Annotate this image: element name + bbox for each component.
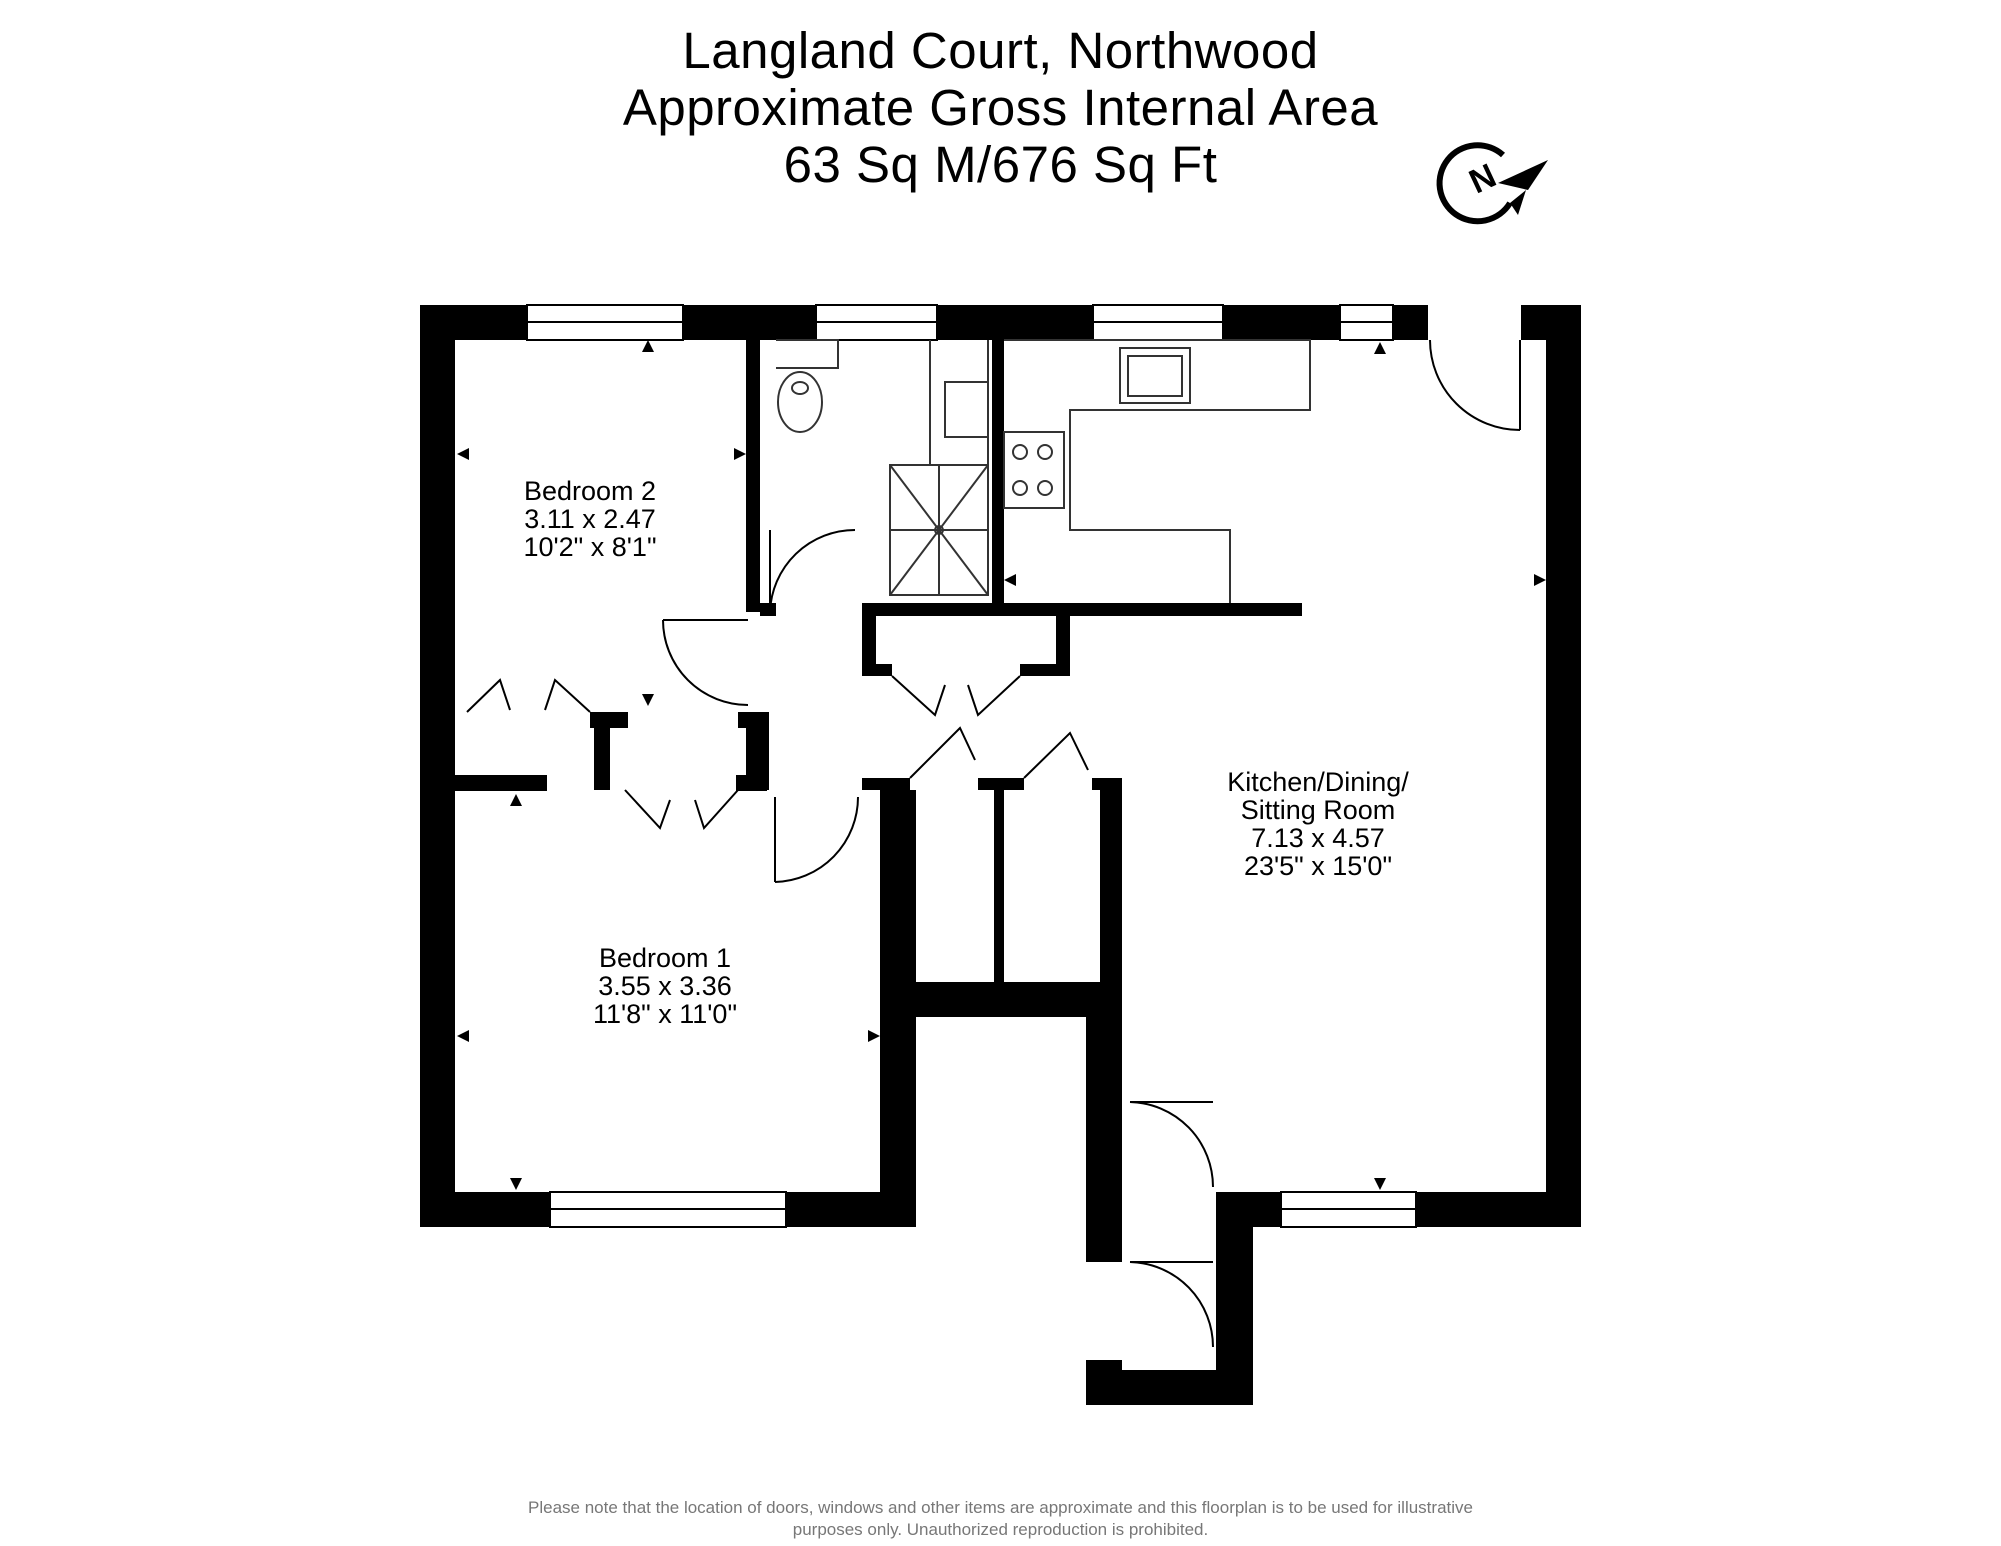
room-name: Bedroom 2 [523, 476, 657, 506]
property-title: Langland Court, Northwood [682, 22, 1319, 79]
room-kitchen-dining-sitting: Kitchen/Dining/ Sitting Room 7.13 x 4.57… [1178, 768, 1458, 880]
room-name-line2: Sitting Room [1240, 795, 1396, 825]
fixtures [776, 339, 1311, 603]
area-value: 63 Sq M/676 Sq Ft [783, 136, 1218, 193]
room-bedroom-1: Bedroom 1 3.55 x 3.36 11'8" x 11'0" [545, 944, 785, 1028]
area-subtitle: Approximate Gross Internal Area [622, 79, 1379, 136]
disclaimer-line-1: Please note that the location of doors, … [528, 1498, 1473, 1517]
dimension-markers [457, 340, 1546, 1190]
disclaimer-line-2: purposes only. Unauthorized reproduction… [792, 1520, 1209, 1539]
room-name: Bedroom 1 [598, 943, 732, 973]
room-imperial: 11'8" x 11'0" [592, 999, 738, 1029]
room-metric: 7.13 x 4.57 [1251, 823, 1385, 853]
title-block: Langland Court, Northwood Approximate Gr… [0, 22, 2001, 193]
disclaimer: Please note that the location of doors, … [0, 1497, 2001, 1541]
compass-icon: N [1436, 142, 1548, 225]
room-imperial: 10'2" x 8'1" [523, 532, 657, 562]
room-bedroom-2: Bedroom 2 3.11 x 2.47 10'2" x 8'1" [470, 477, 710, 561]
room-metric: 3.55 x 3.36 [598, 971, 732, 1001]
room-metric: 3.11 x 2.47 [524, 504, 656, 534]
room-name-line1: Kitchen/Dining/ [1227, 767, 1409, 797]
doors [466, 339, 1521, 1348]
windows [526, 304, 1417, 1228]
walls [420, 305, 1581, 1405]
room-imperial: 23'5" x 15'0" [1243, 851, 1393, 881]
